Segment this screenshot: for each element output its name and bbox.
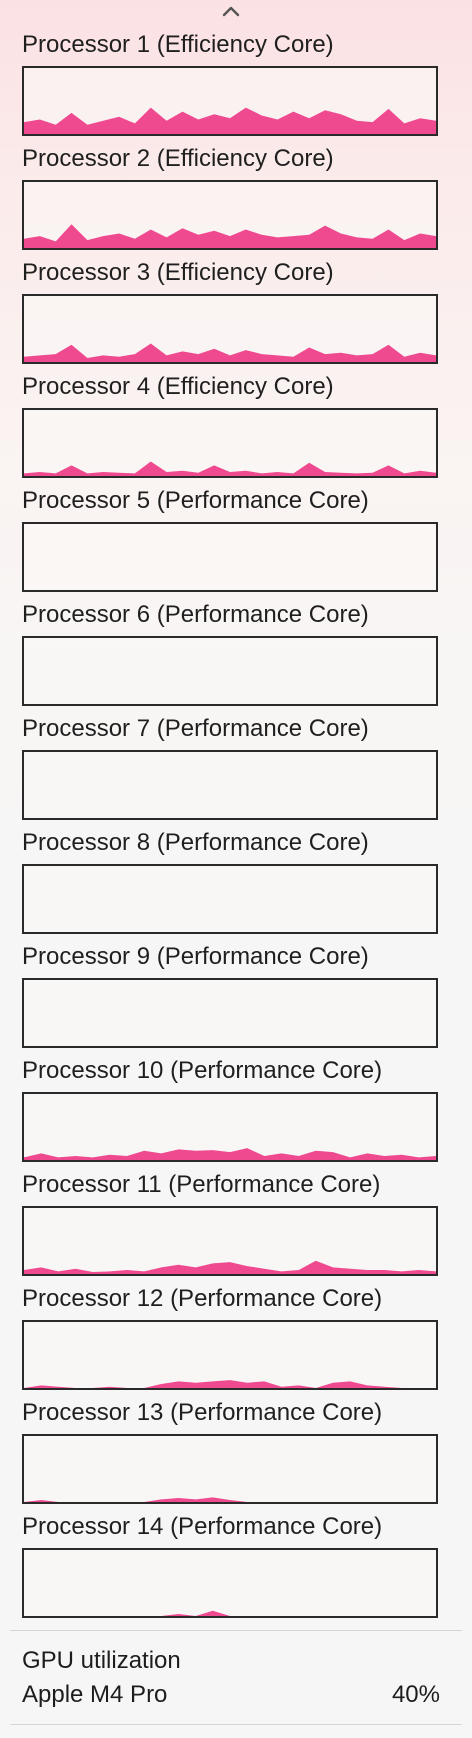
divider <box>10 1724 462 1725</box>
processor-row: Processor 11 (Performance Core) <box>0 1170 472 1284</box>
chevron-up-icon <box>222 6 240 17</box>
cpu-load-area <box>24 107 436 134</box>
processor-load-graph <box>22 750 438 820</box>
processor-label: Processor 8 (Performance Core) <box>22 829 369 856</box>
processor-row: Processor 2 (Efficiency Core) <box>0 144 472 258</box>
cpu-load-area <box>24 1380 436 1388</box>
processor-load-graph <box>22 1092 438 1162</box>
cpu-load-area <box>24 1148 436 1160</box>
processor-label: Processor 14 (Performance Core) <box>22 1513 383 1540</box>
processor-label: Processor 3 (Efficiency Core) <box>22 259 334 286</box>
divider <box>10 1630 462 1631</box>
processor-row: Processor 9 (Performance Core) <box>0 942 472 1056</box>
processor-row: Processor 8 (Performance Core) <box>0 828 472 942</box>
cpu-load-area <box>24 1610 436 1616</box>
processor-row: Processor 13 (Performance Core) <box>0 1398 472 1512</box>
processor-load-graph <box>22 1548 438 1618</box>
processor-row: Processor 4 (Efficiency Core) <box>0 372 472 486</box>
cpu-load-area <box>24 1260 436 1274</box>
processor-row: Processor 3 (Efficiency Core) <box>0 258 472 372</box>
processor-load-graph <box>22 636 438 706</box>
processor-load-graph <box>22 1434 438 1504</box>
gpu-utilization-title: GPU utilization <box>22 1647 181 1674</box>
cpu-load-area <box>24 461 436 476</box>
cpu-load-area <box>24 224 436 248</box>
gpu-name: Apple M4 Pro <box>22 1681 168 1708</box>
processor-load-graph <box>22 978 438 1048</box>
processor-row: Processor 10 (Performance Core) <box>0 1056 472 1170</box>
processor-load-graph <box>22 66 438 136</box>
processor-row: Processor 5 (Performance Core) <box>0 486 472 600</box>
processor-label: Processor 11 (Performance Core) <box>22 1171 381 1198</box>
processor-load-graph <box>22 1206 438 1276</box>
collapse-chevron-button[interactable] <box>220 2 242 20</box>
processor-load-graph <box>22 522 438 592</box>
processor-row: Processor 7 (Performance Core) <box>0 714 472 828</box>
cpu-load-area <box>24 343 436 362</box>
processor-label: Processor 13 (Performance Core) <box>22 1399 383 1426</box>
processor-label: Processor 12 (Performance Core) <box>22 1285 383 1312</box>
cpu-load-area <box>24 1497 436 1502</box>
processor-list: Processor 1 (Efficiency Core) Processor 2… <box>0 30 472 1626</box>
processor-load-graph <box>22 408 438 478</box>
processor-label: Processor 2 (Efficiency Core) <box>22 145 334 172</box>
processor-load-graph <box>22 1320 438 1390</box>
processor-row: Processor 6 (Performance Core) <box>0 600 472 714</box>
processor-label: Processor 9 (Performance Core) <box>22 943 369 970</box>
processor-label: Processor 6 (Performance Core) <box>22 601 369 628</box>
processor-row: Processor 12 (Performance Core) <box>0 1284 472 1398</box>
processor-load-graph <box>22 864 438 934</box>
processor-row: Processor 1 (Efficiency Core) <box>0 30 472 144</box>
processor-label: Processor 7 (Performance Core) <box>22 715 369 742</box>
processor-row: Processor 14 (Performance Core) <box>0 1512 472 1626</box>
processor-label: Processor 5 (Performance Core) <box>22 487 369 514</box>
processor-load-graph <box>22 180 438 250</box>
processor-load-graph <box>22 294 438 364</box>
processor-label: Processor 4 (Efficiency Core) <box>22 373 334 400</box>
processor-label: Processor 10 (Performance Core) <box>22 1057 383 1084</box>
gpu-utilization-value: 40% <box>391 1681 440 1708</box>
processor-label: Processor 1 (Efficiency Core) <box>22 31 334 58</box>
